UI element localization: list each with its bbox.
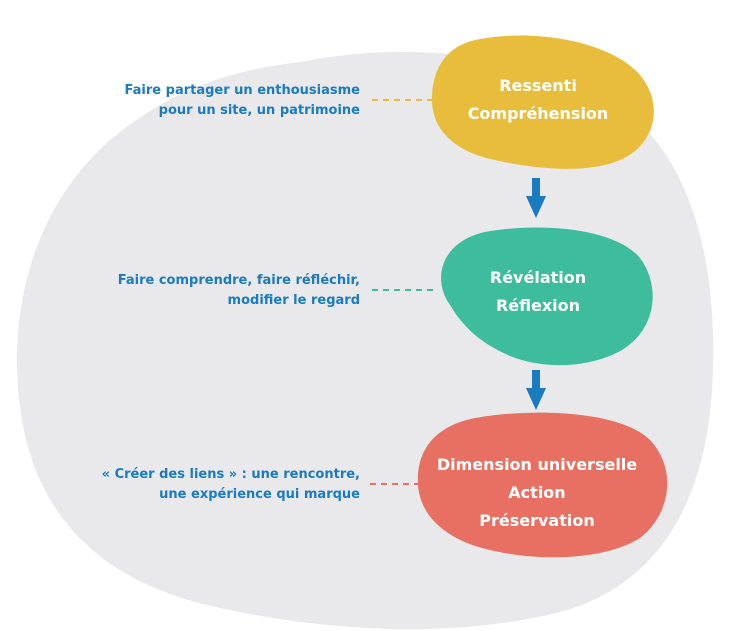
stage-1-line-2: Compréhension	[468, 104, 609, 123]
stage-2-line-1: Révélation	[490, 268, 586, 287]
stage-blob-dimension-universelle	[417, 412, 668, 558]
stage-blob-ressenti	[432, 35, 654, 169]
stage-3-line-2: Action	[508, 483, 565, 502]
stage-3-line-3: Préservation	[479, 511, 594, 530]
stage-3-description-line-2: une expérience qui marque	[159, 487, 360, 502]
stage-1-line-1: Ressenti	[499, 76, 577, 95]
arrow-down-icon	[526, 178, 546, 218]
stage-blob-revelation	[441, 227, 653, 366]
stage-3-description-line-1: « Créer des liens » : une rencontre,	[102, 467, 360, 482]
stage-2-description-line-1: Faire comprendre, faire réfléchir,	[118, 273, 360, 288]
stage-3-line-1: Dimension universelle	[437, 455, 637, 474]
stage-2-description-line-2: modifier le regard	[228, 293, 360, 308]
stage-2-line-2: Réflexion	[496, 296, 580, 315]
stage-1-description-line-1: Faire partager un enthousiasme	[125, 83, 361, 98]
arrow-down-icon	[526, 370, 546, 410]
stage-1-description-line-2: pour un site, un patrimoine	[159, 103, 361, 118]
